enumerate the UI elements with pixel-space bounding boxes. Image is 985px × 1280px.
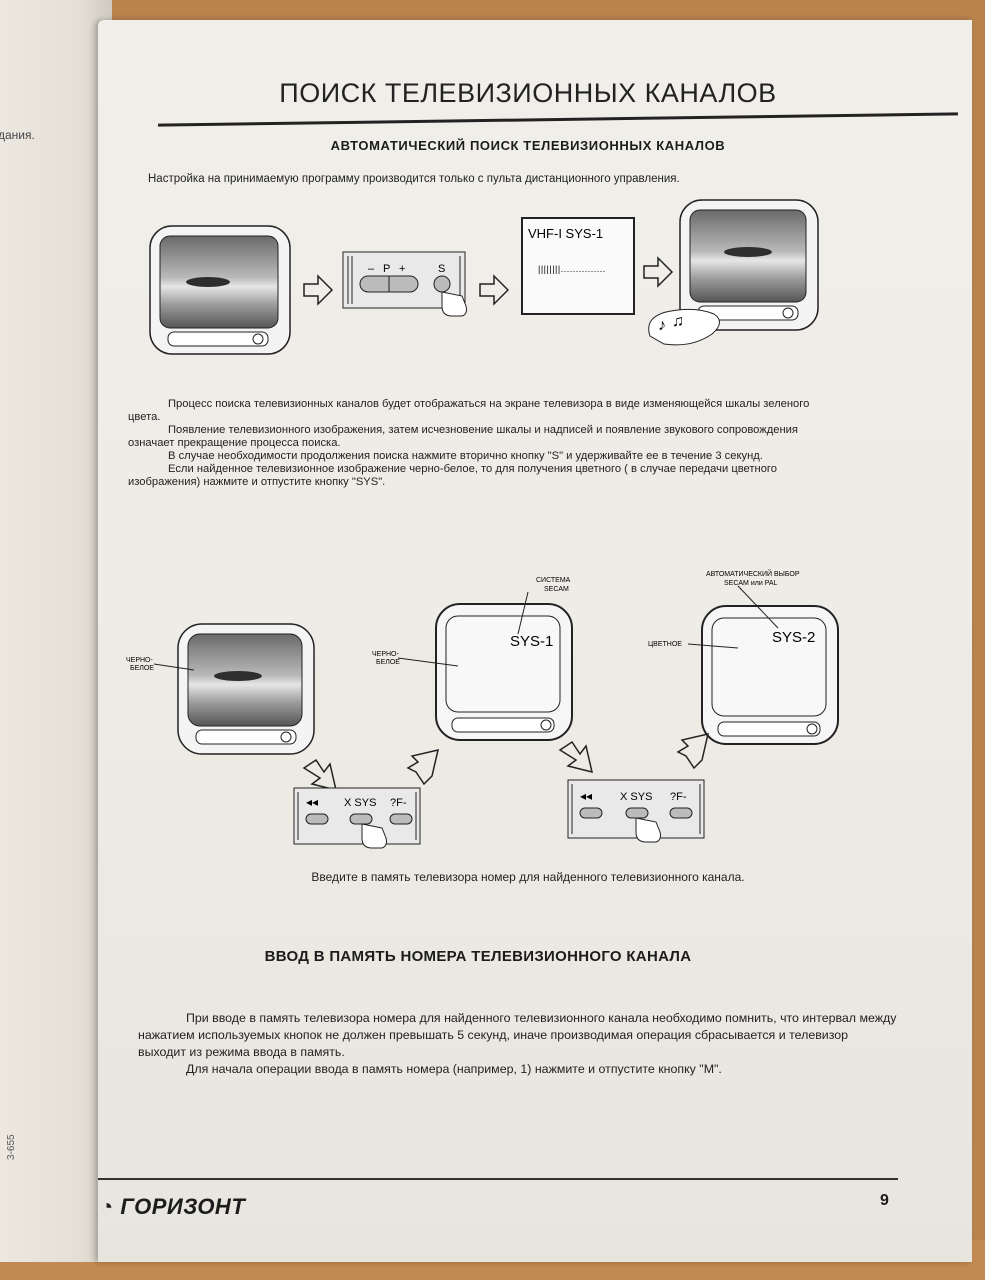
bw-label-1: ЧЕРНО-БЕЛОЕ bbox=[126, 657, 154, 672]
rewind-key-label-1[interactable]: ◂◂ bbox=[306, 795, 318, 809]
remote-panel-search: – P + S bbox=[342, 251, 467, 317]
arrow-right-1 bbox=[303, 274, 334, 306]
search-process-text: Процесс поиска телевизионных каналов буд… bbox=[128, 398, 838, 489]
memory-paragraph-2: Для начала операции ввода в память номер… bbox=[186, 1062, 722, 1076]
f-key-label-2[interactable]: ?F- bbox=[670, 791, 687, 803]
music-notes-icon: ♪ ♫ bbox=[648, 308, 720, 346]
xsys-key-label-1[interactable]: X SYS bbox=[344, 797, 376, 809]
screen-readout: VHF-I SYS-1 bbox=[528, 226, 603, 241]
remote-panel-sys-2: ◂◂ X SYS ?F- bbox=[567, 779, 705, 843]
rewind-key-label-2[interactable]: ◂◂ bbox=[580, 789, 592, 803]
left-page-fragment: дания. bbox=[0, 128, 35, 142]
logo-mark-icon: ◔ bbox=[100, 1194, 121, 1219]
f-key-label-1[interactable]: ?F- bbox=[390, 797, 407, 809]
arrow-down-right-2 bbox=[558, 740, 594, 774]
paragraph-1: Процесс поиска телевизионных каналов буд… bbox=[128, 398, 810, 423]
search-screen-box: VHF-I SYS-1 ||||||||............... bbox=[521, 217, 635, 315]
arrow-up-right-2 bbox=[676, 732, 710, 770]
tv-searching-start bbox=[149, 225, 291, 355]
pointing-hand-icon bbox=[441, 291, 467, 317]
p-key-label[interactable]: P bbox=[383, 263, 390, 275]
footer-rule bbox=[98, 1178, 898, 1180]
svg-text:♫: ♫ bbox=[672, 313, 684, 330]
svg-text:♪: ♪ bbox=[658, 317, 666, 334]
arrow-right-2 bbox=[479, 274, 510, 306]
tv-sys2: SYS-2 bbox=[701, 605, 839, 745]
pointing-hand-icon bbox=[635, 817, 661, 843]
xsys-key-label-2[interactable]: X SYS bbox=[620, 791, 652, 803]
arrow-down-right-1 bbox=[302, 758, 338, 792]
margin-note: 3-655 bbox=[6, 1134, 17, 1160]
tv-channel-found bbox=[679, 199, 819, 331]
remote-panel-sys-1: ◂◂ X SYS ?F- bbox=[293, 787, 421, 849]
color-label: ЦВЕТНОЕ bbox=[648, 641, 682, 648]
sys1-readout: SYS-1 bbox=[510, 633, 553, 650]
section-heading-memory: ВВОД В ПАМЯТЬ НОМЕРА ТЕЛЕВИЗИОННОГО КАНА… bbox=[264, 948, 692, 965]
paragraph-4: Если найденное телевизионное изображение… bbox=[128, 463, 777, 488]
minus-key-label[interactable]: – bbox=[368, 263, 375, 275]
paragraph-2: Появление телевизионного изображения, за… bbox=[128, 424, 798, 449]
left-page-edge: дания. 3-655 bbox=[0, 0, 112, 1262]
page-number: 9 bbox=[880, 1192, 889, 1209]
manual-page: ПОИСК ТЕЛЕВИЗИОННЫХ КАНАЛОВ АВТОМАТИЧЕСК… bbox=[98, 20, 972, 1262]
arrow-right-3 bbox=[643, 256, 674, 288]
sys2-readout: SYS-2 bbox=[772, 629, 815, 646]
plus-key-label[interactable]: + bbox=[399, 263, 405, 275]
illustrations: – P + S VHF-I SYS-1 ||||||||............… bbox=[126, 199, 839, 849]
memory-text: При вводе в память телевизора номера для… bbox=[138, 1010, 898, 1078]
memory-paragraph-1: При вводе в память телевизора номера для… bbox=[138, 1011, 897, 1059]
section-heading-auto-search: АВТОМАТИЧЕСКИЙ ПОИСК ТЕЛЕВИЗИОННЫХ КАНАЛ… bbox=[330, 138, 726, 153]
enter-channel-note: Введите в память телевизора номер для на… bbox=[311, 870, 745, 884]
pointing-hand-icon bbox=[361, 823, 387, 849]
paragraph-3: В случае необходимости продолжения поиск… bbox=[168, 450, 763, 462]
s-key-label[interactable]: S bbox=[438, 263, 445, 275]
search-scale: ||||||||............... bbox=[538, 264, 606, 274]
tv-sys1: SYS-1 bbox=[435, 603, 573, 741]
brand-logo: ◔ ГОРИЗОНТ bbox=[100, 1194, 246, 1219]
page-title: ПОИСК ТЕЛЕВИЗИОННЫХ КАНАЛОВ bbox=[279, 78, 777, 108]
arrow-up-right-1 bbox=[406, 748, 440, 786]
tv-bw-picture bbox=[177, 623, 315, 755]
intro-paragraph: Настройка на принимаемую программу произ… bbox=[148, 173, 680, 185]
bw-label-2: ЧЕРНО-БЕЛОЕ bbox=[372, 651, 400, 666]
